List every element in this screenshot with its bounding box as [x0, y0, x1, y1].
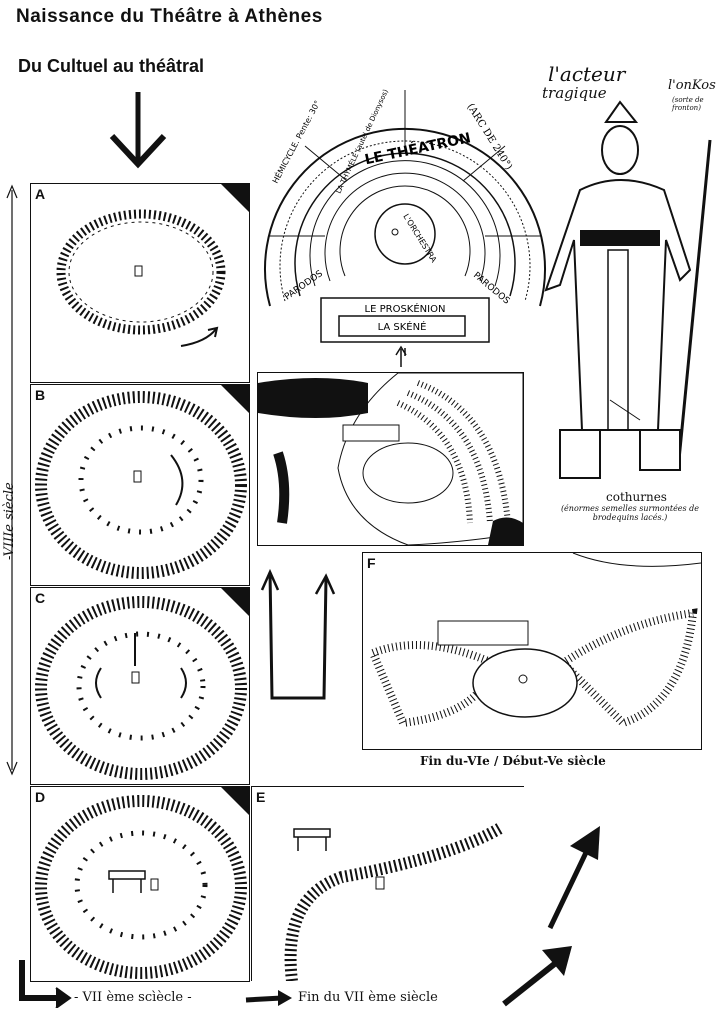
panel-e-label: E: [256, 789, 266, 805]
page-title: Naissance du Théâtre à Athènes: [16, 6, 323, 27]
thymele-label: LA THYMÉLÉ (autel de Dionysos): [334, 87, 390, 194]
panel-d: D: [30, 786, 250, 982]
theatre-perspective-drawing: [258, 373, 523, 545]
tragic-actor-drawing: [544, 100, 712, 479]
panel-a: A: [30, 183, 250, 383]
theatron-label: LE THÉATRON: [363, 129, 472, 168]
panel-f-label: F: [367, 555, 376, 571]
panel-d-drawing: [35, 787, 249, 979]
timeline-vertical-arrow: [6, 184, 18, 776]
panel-b-drawing: [35, 385, 249, 579]
bottom-label-2: Fin du VII ème siècle: [298, 990, 438, 1005]
right-rising-arrow-icon: [547, 826, 600, 930]
panel-c: C: [30, 587, 250, 785]
panel-b-label: B: [35, 387, 46, 403]
proskenion-label: LE PROSKÉNION: [365, 302, 446, 315]
zigzag-arrow-icon: [260, 568, 336, 700]
skene-label: LA SKÉNÉ: [378, 320, 427, 333]
onkos-note: (sorte de fronton): [672, 96, 704, 112]
panel-c-drawing: [35, 588, 249, 780]
theatre-plan-diagram: LE PROSKÉNION LA SKÉNÉ LE THÉATRON HÉMIC…: [264, 87, 546, 356]
hemicycle-label: HÉMICYCLE. Pente: 30°: [269, 98, 322, 185]
cothurnes-note: (énormes semelles surmontées de brodequi…: [560, 504, 700, 522]
panel-f: F: [362, 552, 702, 750]
actor-title-line2: tragique: [542, 84, 607, 102]
panel-e: E: [251, 786, 524, 981]
bottom-right-arrow-icon: [502, 946, 572, 1007]
theatre-perspective-panel: [257, 372, 524, 546]
arc-label: (ARC DE 240°): [464, 102, 514, 172]
actor-title-line1: l'acteur: [548, 62, 626, 86]
panel-a-drawing: [56, 184, 249, 347]
panel-e-drawing: [284, 821, 506, 981]
up-arrow-icon: [395, 345, 407, 367]
cothurnes-label: cothurnes: [606, 490, 667, 504]
panel-c-label: C: [35, 590, 46, 606]
panel-b: B: [30, 384, 250, 586]
onkos-label: l'onKos: [668, 78, 716, 93]
panel-a-label: A: [35, 186, 46, 202]
timeline-vertical-label: -VIIIe siècle: [2, 482, 17, 560]
parodos-right-label: PARODOS: [471, 271, 511, 307]
page-subtitle: Du Cultuel au théâtral: [18, 56, 205, 76]
fin-vi-label: Fin du-VIe / Début-Ve siècle: [420, 754, 606, 768]
bottom-label-1: - VII ème scìècle -: [74, 990, 192, 1005]
bottom-left-arrow-icon: [19, 960, 72, 1008]
parodos-left-label: PARODOS: [283, 269, 325, 303]
panel-d-label: D: [35, 789, 46, 805]
down-arrow-icon: [109, 92, 167, 169]
panel-f-drawing: [367, 553, 701, 728]
bottom-middle-arrow-icon: [245, 990, 292, 1006]
